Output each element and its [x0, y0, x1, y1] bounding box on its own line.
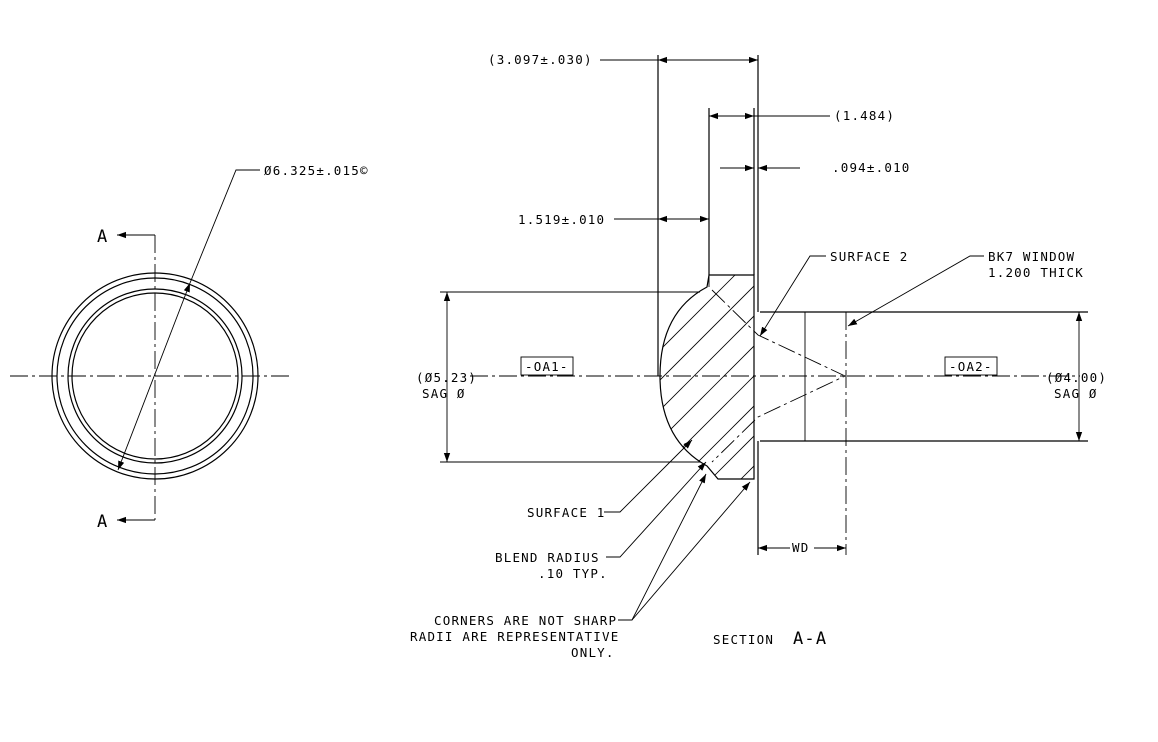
corners-leader-1: [618, 473, 707, 621]
blend-leader: [606, 461, 707, 558]
section-mark-top: A: [97, 227, 108, 247]
surface-2-leader: [759, 255, 826, 337]
diameter-leader-tail: [189, 169, 260, 284]
corners-line2: RADII ARE REPRESENTATIVE: [410, 629, 619, 644]
section-mark-bottom: A: [97, 512, 108, 532]
sag-right-line1: (Ø4.00): [1046, 370, 1107, 385]
wd-label: WD: [792, 540, 809, 555]
corners-line1: CORNERS ARE NOT SHARP: [434, 613, 617, 628]
dim-overall: (3.097±.030): [488, 52, 593, 67]
bk7-line1: BK7 WINDOW: [988, 249, 1075, 264]
lens-outline: [659, 274, 755, 480]
corners-line3: ONLY.: [571, 645, 615, 660]
bk7-line2: 1.200 THICK: [988, 265, 1084, 280]
section-label: SECTION: [713, 632, 774, 647]
surface-2-profile: [711, 289, 847, 463]
section-id: A-A: [793, 629, 827, 649]
bk7-leader: [847, 255, 984, 327]
surface-2: SURFACE 2: [830, 249, 909, 264]
dim-top-right: (1.484): [834, 108, 895, 123]
sag-left-line1: (Ø5.23): [416, 370, 477, 385]
dim-thin: .094±.010: [832, 160, 911, 175]
surface-1: SURFACE 1: [527, 505, 606, 520]
datum-box-left: [520, 356, 574, 376]
section-view: -OA1- -OA2- (3.097±.030) (1.484) .094±.0…: [410, 52, 1107, 660]
datum-box-right: [944, 356, 998, 376]
sag-right-line2: SAG Ø: [1054, 386, 1098, 401]
diameter-leader: [117, 282, 191, 471]
surface-1-leader: [604, 439, 693, 513]
datum-left: -OA1-: [525, 359, 569, 374]
blend-line1: BLEND RADIUS: [495, 550, 600, 565]
dim-left: 1.519±.010: [518, 212, 605, 227]
corners-leader-2: [631, 481, 751, 621]
diameter-callout: Ø6.325±.015©: [264, 163, 369, 178]
datum-right: -OA2-: [949, 359, 993, 374]
front-view: Ø6.325±.015© A A: [10, 163, 369, 532]
sag-left-line2: SAG Ø: [422, 386, 466, 401]
blend-line2: .10 TYP.: [538, 566, 608, 581]
